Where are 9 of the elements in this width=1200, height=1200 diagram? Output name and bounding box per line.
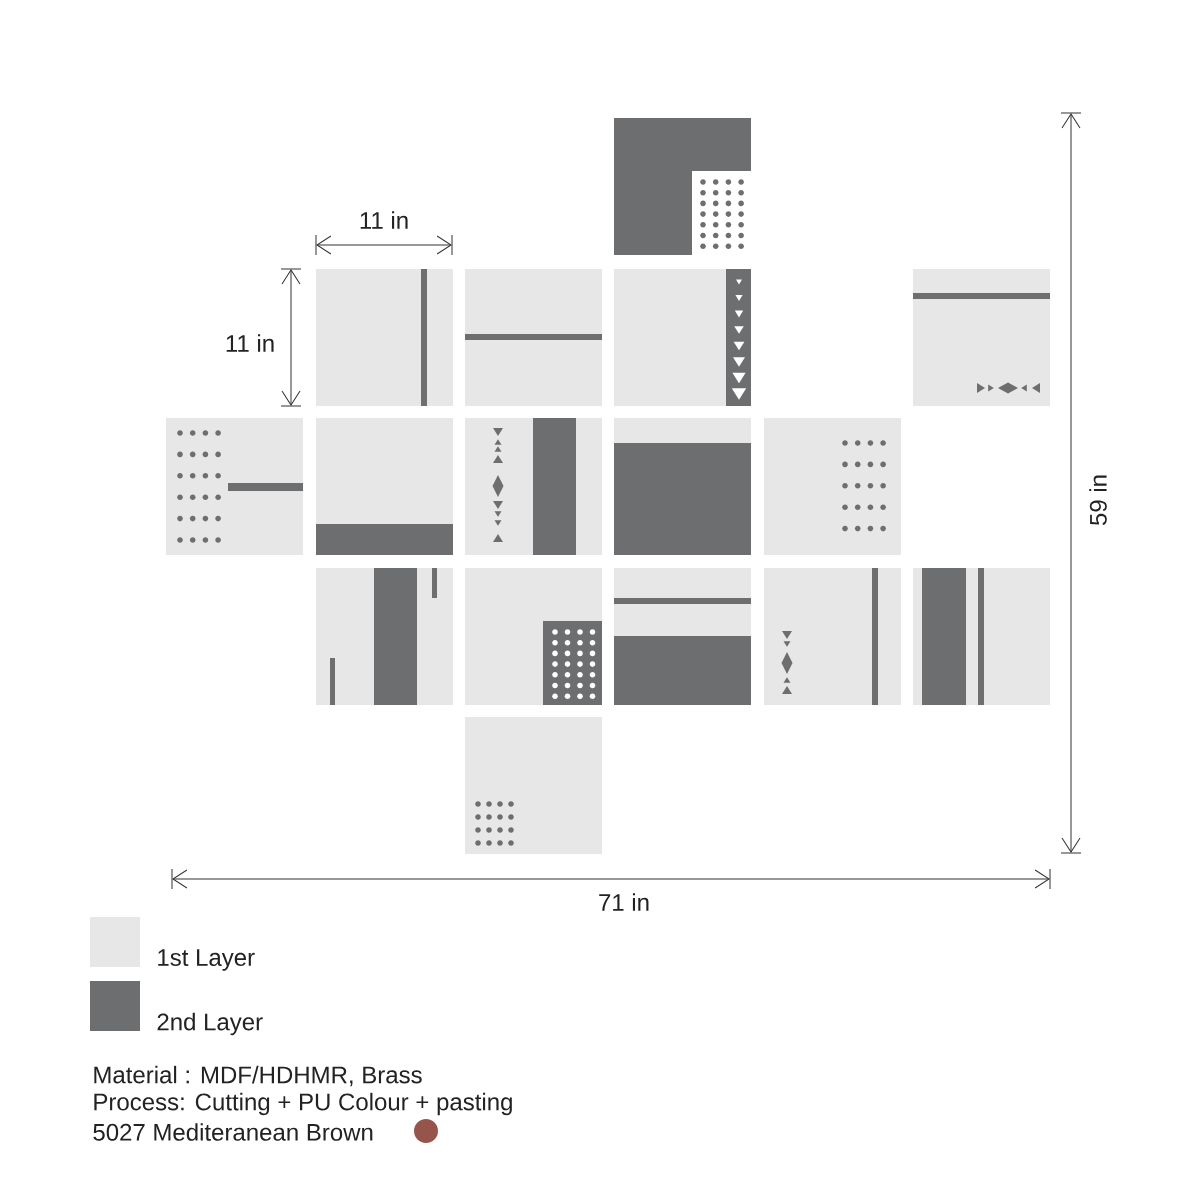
legend-label: 1st Layer bbox=[158, 949, 255, 971]
note-text: Process: Cutting + PU Colour + pasting bbox=[94, 1092, 512, 1116]
note-text: 5027 Mediteranean Brown bbox=[93, 1123, 373, 1141]
note-text: Material : MDF/HDHMR, Brass bbox=[94, 1065, 422, 1087]
dimension-label: 11 in bbox=[226, 334, 274, 352]
legend-label: 2nd Layer bbox=[157, 1012, 263, 1036]
dimension-label: 59 in bbox=[1089, 475, 1107, 526]
dimension-label: 71 in bbox=[599, 893, 649, 911]
dimension-label: 11 in bbox=[360, 211, 408, 229]
